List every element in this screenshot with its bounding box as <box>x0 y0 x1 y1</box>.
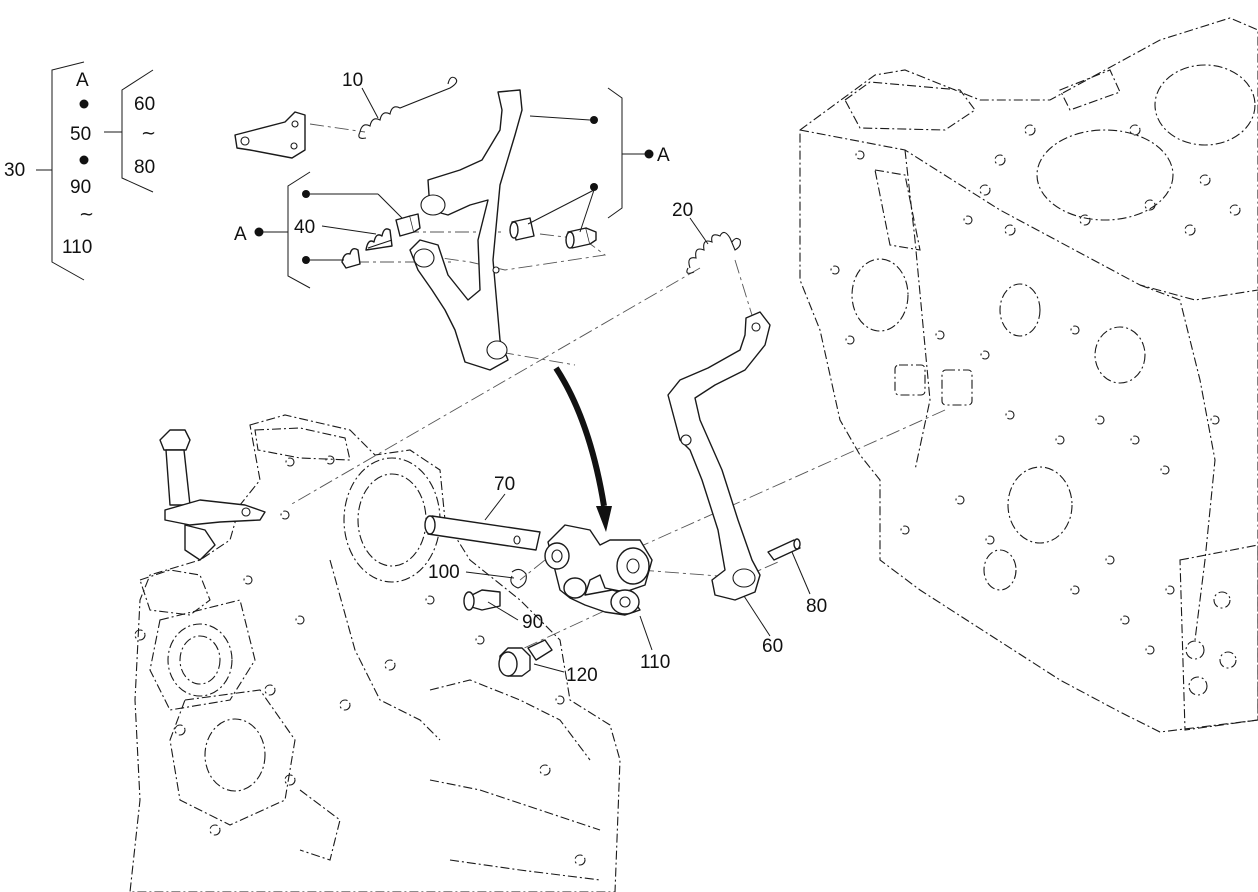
lever-60 <box>667 311 771 601</box>
engine-block-top-edge <box>799 129 1258 301</box>
callout-100: 100 <box>428 562 460 583</box>
block-bore <box>1094 326 1146 384</box>
engine-block-pad <box>844 81 976 131</box>
callout-60: 60 <box>762 636 783 657</box>
block-port <box>1213 591 1231 609</box>
block-port <box>1185 640 1205 660</box>
assembly-line <box>734 259 756 326</box>
engine-block-face-edge <box>904 149 931 471</box>
block-window <box>894 364 926 396</box>
callout-10: 10 <box>342 70 363 91</box>
bolt-120 <box>498 639 553 677</box>
shaft-70 <box>424 515 541 551</box>
assembly-line <box>309 123 366 133</box>
engine-block-side-edge <box>1139 284 1216 641</box>
stop-lever-shaft <box>165 449 191 506</box>
callout-70: 70 <box>494 474 515 495</box>
legend-dot <box>79 155 89 165</box>
block-bore <box>983 549 1017 591</box>
spring-40 <box>365 228 393 251</box>
block-bolt-holes <box>830 124 1241 655</box>
legend-group-label: 30 <box>4 160 25 181</box>
block-window <box>874 169 921 251</box>
assembly-line <box>519 559 546 581</box>
cylinder-bore <box>1036 129 1174 221</box>
assembly-line <box>289 267 701 506</box>
ref-mark-a-right: A <box>657 145 670 166</box>
block-window <box>941 369 973 406</box>
pin-40 <box>395 213 421 237</box>
gear-case <box>129 414 621 892</box>
stop-lever-assembly <box>159 429 266 561</box>
gear-case-flange <box>149 599 256 711</box>
block-110 <box>544 524 653 616</box>
callout-20: 20 <box>672 200 693 221</box>
callout-90: 90 <box>522 612 543 633</box>
pin-a1 <box>509 217 535 241</box>
assembly-line <box>627 409 946 553</box>
spring-10 <box>358 76 458 139</box>
block-bore <box>851 258 909 332</box>
ref-mark-a-left: A <box>234 224 247 245</box>
block-bore <box>1007 466 1073 544</box>
legend-group: 30 A 50 90 ~ 110 60 ~ 80 <box>4 61 156 281</box>
spring-20 <box>686 231 741 274</box>
block-lower-pad <box>1179 544 1258 731</box>
callout-80: 80 <box>806 596 827 617</box>
legend-brace-left <box>51 61 85 281</box>
cylinder-bore <box>1154 64 1256 146</box>
legend-tilde: ~ <box>79 204 94 225</box>
spring-small <box>341 247 361 269</box>
assembly-line <box>419 239 607 271</box>
gear-case-rib <box>429 779 601 831</box>
engine-block <box>799 17 1258 733</box>
gear-case-bore-inner <box>357 473 427 567</box>
gear-case-rib <box>329 559 441 741</box>
leaders <box>254 87 811 673</box>
legend-brace-right <box>121 69 154 193</box>
gear-case-flange <box>169 689 296 826</box>
legend-item-50: 50 <box>70 124 91 145</box>
assembly-line <box>539 233 591 241</box>
legend-range-start: 60 <box>134 94 155 115</box>
legend-range-end: 80 <box>134 157 155 178</box>
legend-item-a: A <box>76 70 89 91</box>
assembly-line <box>499 351 576 366</box>
callouts: 10 20 40 A A 70 100 90 110 120 80 60 <box>234 70 827 686</box>
engine-block-outline <box>799 17 1258 733</box>
gear-case-port <box>167 623 233 697</box>
block-port <box>1219 651 1237 669</box>
block-bore <box>999 283 1041 337</box>
gear-case-top-pad <box>254 427 351 461</box>
bolt-90 <box>463 589 501 611</box>
legend-item-90: 90 <box>70 177 91 198</box>
gear-case-rib <box>299 789 341 861</box>
bracket-plate <box>234 111 306 159</box>
gear-case-boss <box>139 569 211 616</box>
gear-case-rib <box>449 859 601 881</box>
engine-block-cover <box>1059 69 1121 111</box>
assembly-arrow <box>553 366 612 532</box>
stop-lever-arm <box>164 499 266 526</box>
gear-case-bolt-holes <box>134 455 586 866</box>
gear-case-outline <box>129 414 621 892</box>
gear-case-port <box>204 718 266 792</box>
pin-80 <box>767 538 801 561</box>
gear-case-port-inner <box>179 635 221 685</box>
stop-lever-nut <box>159 429 191 451</box>
clip-100 <box>510 568 527 589</box>
fork-lever <box>409 89 523 371</box>
block-port <box>1188 676 1208 696</box>
legend-dot <box>79 99 89 109</box>
legend-item-110: 110 <box>62 237 92 258</box>
legend-tilde: ~ <box>141 123 156 144</box>
callout-110: 110 <box>640 652 670 673</box>
stop-lever-bracket <box>184 524 216 561</box>
pin-a2 <box>565 227 597 249</box>
gear-case-rib <box>429 679 591 761</box>
callout-40: 40 <box>294 217 315 238</box>
callout-120: 120 <box>566 665 598 686</box>
